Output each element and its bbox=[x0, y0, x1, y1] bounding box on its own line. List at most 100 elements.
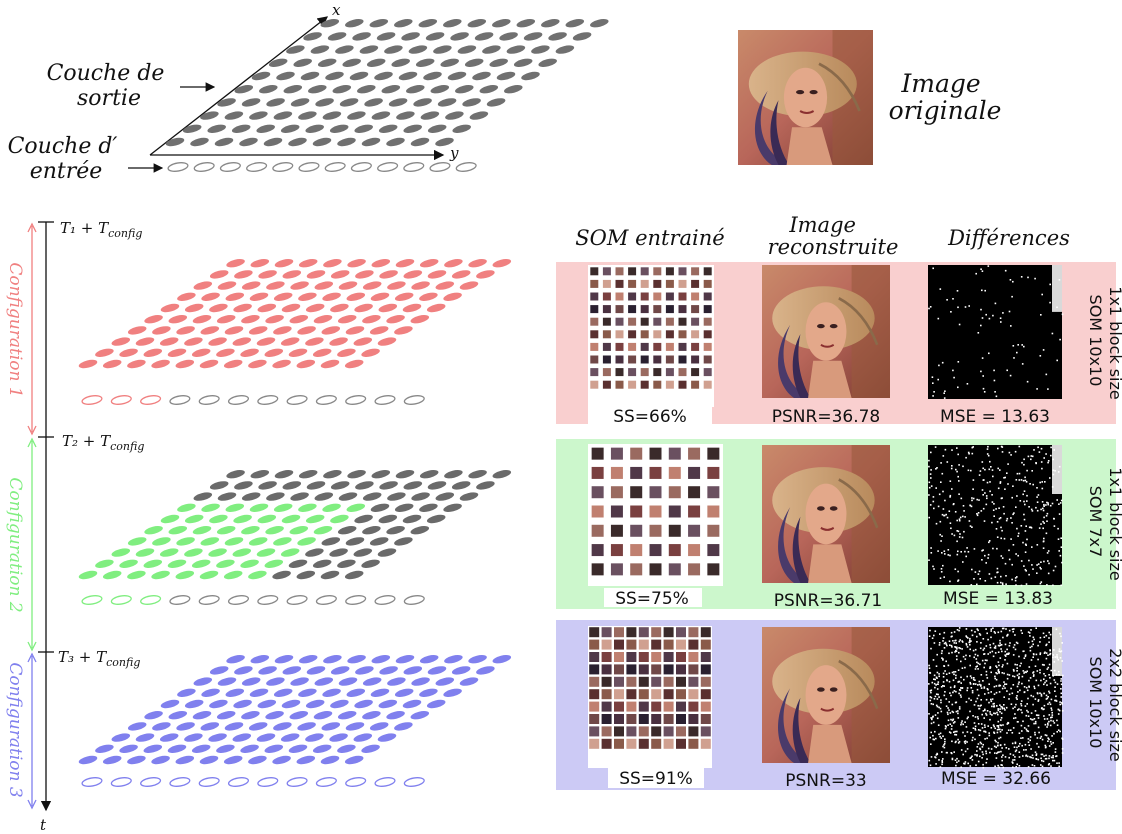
codebook-cell bbox=[707, 466, 720, 479]
neuron bbox=[272, 570, 291, 580]
neuron bbox=[240, 744, 259, 753]
output-layer-label: Couche de sortie bbox=[47, 61, 172, 111]
neuron bbox=[177, 292, 196, 301]
neuron bbox=[290, 492, 309, 501]
neuron bbox=[78, 570, 98, 580]
neuron bbox=[378, 514, 398, 524]
neuron bbox=[506, 45, 526, 54]
input-neuron bbox=[140, 777, 162, 787]
codebook-cell bbox=[676, 664, 686, 675]
codebook-cell bbox=[707, 563, 720, 576]
neuron bbox=[209, 666, 229, 675]
codebook-cell bbox=[691, 342, 700, 351]
neuron bbox=[330, 303, 349, 313]
neuron bbox=[176, 537, 195, 546]
neuron bbox=[479, 85, 499, 94]
ss-value: SS=91% bbox=[619, 769, 693, 789]
neuron bbox=[379, 481, 398, 490]
neuron bbox=[492, 259, 512, 268]
neuron bbox=[168, 526, 188, 535]
codebook-cell bbox=[663, 726, 674, 737]
neuron bbox=[420, 111, 440, 120]
codebook-cell bbox=[601, 664, 612, 675]
neuron bbox=[330, 666, 350, 675]
neuron bbox=[418, 19, 438, 28]
codebook-cell bbox=[703, 355, 712, 364]
neuron bbox=[321, 537, 341, 546]
neuron bbox=[216, 315, 236, 324]
neuron bbox=[286, 45, 305, 54]
neuron bbox=[232, 548, 252, 557]
neuron bbox=[290, 98, 310, 107]
neuron bbox=[371, 259, 391, 268]
neuron bbox=[168, 315, 188, 324]
neuron bbox=[193, 677, 213, 686]
neuron bbox=[314, 677, 334, 686]
codebook-cell bbox=[602, 330, 611, 339]
neuron bbox=[193, 492, 213, 501]
codebook-cell bbox=[649, 524, 662, 537]
neuron bbox=[282, 270, 302, 279]
som-codebook-grid bbox=[588, 265, 714, 407]
input-neuron bbox=[345, 777, 367, 787]
codebook-cell bbox=[678, 317, 687, 326]
input-neuron bbox=[286, 595, 308, 605]
row-side-label: SOM 7x7 1x1 block size bbox=[1086, 467, 1122, 580]
input-neuron bbox=[140, 595, 162, 605]
codebook-cell bbox=[663, 627, 674, 638]
neuron bbox=[241, 98, 261, 107]
neuron bbox=[377, 733, 397, 742]
codebook-cell bbox=[638, 627, 649, 638]
psnr-value: PSNR=36.71 bbox=[774, 591, 882, 611]
neuron bbox=[419, 688, 438, 697]
neuron bbox=[403, 124, 422, 133]
neuron bbox=[353, 337, 373, 346]
neuron bbox=[276, 71, 295, 81]
neuron bbox=[288, 137, 307, 147]
codebook-cell bbox=[628, 279, 637, 288]
neuron bbox=[248, 722, 268, 731]
codebook-cell bbox=[663, 676, 674, 687]
neuron bbox=[451, 270, 471, 279]
neuron bbox=[216, 526, 236, 535]
neuron bbox=[217, 98, 236, 107]
input-neuron bbox=[345, 395, 367, 405]
codebook-cell bbox=[665, 267, 674, 276]
neuron bbox=[443, 688, 462, 697]
neuron bbox=[266, 677, 285, 686]
x-axis-arrow bbox=[149, 16, 329, 156]
input-neuron bbox=[315, 777, 337, 787]
codebook-cell bbox=[691, 368, 700, 377]
neuron bbox=[426, 514, 446, 524]
codebook-cell bbox=[668, 486, 681, 499]
neuron bbox=[289, 711, 309, 720]
codebook-cell bbox=[640, 317, 649, 326]
codebook-cell bbox=[651, 627, 662, 638]
neuron bbox=[184, 699, 204, 709]
neuron bbox=[102, 755, 122, 765]
codebook-cell bbox=[668, 505, 681, 518]
neuron bbox=[313, 315, 333, 324]
neuron bbox=[266, 98, 285, 107]
neuron bbox=[241, 492, 261, 501]
codebook-cell bbox=[665, 305, 674, 314]
neuron bbox=[423, 71, 442, 81]
codebook-cell bbox=[703, 305, 712, 314]
neuron bbox=[257, 514, 277, 524]
neuron bbox=[327, 32, 347, 41]
neuron bbox=[234, 85, 254, 94]
neuron bbox=[274, 259, 294, 268]
neuron bbox=[268, 58, 288, 67]
input-neuron bbox=[286, 395, 308, 405]
neuron bbox=[402, 303, 422, 313]
neuron bbox=[362, 492, 382, 501]
neuron bbox=[386, 137, 405, 147]
codebook-cell bbox=[638, 689, 649, 700]
neuron bbox=[313, 526, 333, 535]
neuron bbox=[248, 537, 268, 546]
neuron bbox=[95, 559, 114, 568]
neuron bbox=[325, 71, 344, 81]
codebook-cell bbox=[676, 676, 686, 687]
codebook-cell bbox=[628, 380, 637, 389]
config2-grid bbox=[78, 470, 512, 605]
